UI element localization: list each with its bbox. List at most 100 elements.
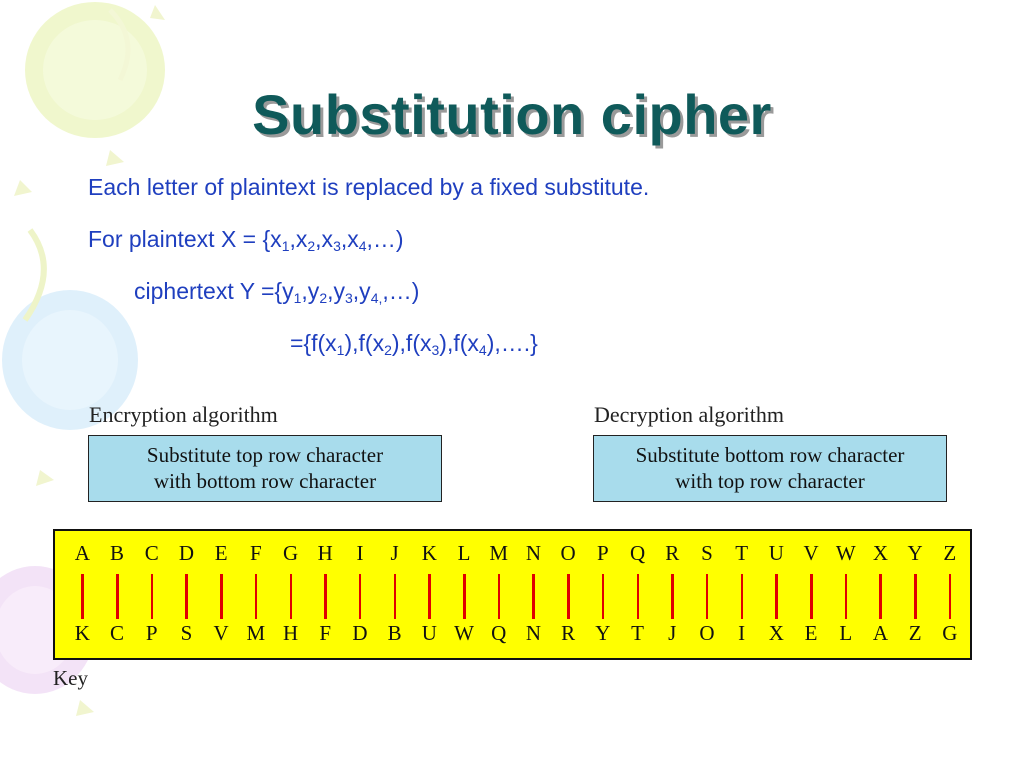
key-bottom-letter: V bbox=[213, 621, 229, 645]
key-bottom-letter: Q bbox=[491, 621, 507, 645]
key-mapping-bar bbox=[289, 574, 293, 619]
key-label: Key bbox=[53, 666, 88, 690]
key-top-letter: M bbox=[489, 541, 509, 565]
key-top-letter: O bbox=[560, 541, 576, 565]
key-bottom-letter: M bbox=[246, 621, 266, 645]
key-mapping-bar bbox=[324, 574, 327, 619]
function-prefix: ={f(x bbox=[290, 330, 337, 356]
function-line: ={f(x1),f(x2),f(x3),f(x4),….} bbox=[290, 330, 538, 358]
key-mapping-bar bbox=[463, 574, 466, 619]
decryption-box: Substitute bottom row character with top… bbox=[593, 435, 947, 502]
key-mapping-bar bbox=[393, 574, 397, 619]
key-mapping-bar bbox=[567, 574, 570, 619]
key-bottom-letter: H bbox=[282, 621, 299, 645]
key-top-letter: T bbox=[735, 541, 749, 565]
key-top-letter: I bbox=[356, 541, 364, 565]
key-top-letter: R bbox=[665, 541, 680, 565]
key-mapping-bar bbox=[532, 574, 535, 619]
key-top-letter: N bbox=[525, 541, 542, 565]
key-mapping-bar bbox=[810, 574, 813, 619]
key-top-letter: Q bbox=[629, 541, 646, 565]
encryption-box-line1: Substitute top row character bbox=[146, 443, 384, 467]
key-mapping-bar bbox=[497, 574, 501, 619]
key-mapping-bar bbox=[844, 574, 848, 619]
key-bottom-letter: N bbox=[525, 621, 542, 645]
key-bottom-letter: P bbox=[145, 621, 158, 645]
encryption-label: Encryption algorithm bbox=[89, 402, 278, 427]
key-top-letter: S bbox=[701, 541, 713, 565]
key-bottom-letter: Z bbox=[908, 621, 922, 645]
key-bottom-letter: Y bbox=[595, 621, 611, 645]
key-bottom-letter: F bbox=[319, 621, 332, 645]
encryption-box-line2: with bottom row character bbox=[153, 469, 377, 493]
key-top-letter: U bbox=[768, 541, 784, 565]
key-bottom-letter: R bbox=[561, 621, 576, 645]
key-top-letter: K bbox=[421, 541, 437, 565]
key-top-letter: P bbox=[597, 541, 609, 565]
key-top-letter: E bbox=[214, 541, 228, 565]
encryption-box: Substitute top row character with bottom… bbox=[88, 435, 442, 502]
key-bottom-letter: X bbox=[768, 621, 784, 645]
key-mapping-bar bbox=[358, 574, 362, 619]
key-bottom-letter: S bbox=[180, 621, 193, 645]
key-mapping-bar bbox=[948, 574, 952, 619]
decryption-label: Decryption algorithm bbox=[594, 402, 785, 427]
key-top-letter: F bbox=[250, 541, 262, 565]
key-bottom-letter: C bbox=[110, 621, 125, 645]
plaintext-line: For plaintext X = {x1,x2,x3,x4,…) bbox=[88, 226, 404, 254]
key-top-letter: B bbox=[110, 541, 125, 565]
page-title: Substitution cipher bbox=[252, 83, 772, 146]
key-mapping-bar bbox=[220, 574, 223, 619]
key-bottom-letter: J bbox=[668, 621, 677, 645]
key-top-letter: C bbox=[144, 541, 159, 565]
decryption-box-line1: Substitute bottom row character bbox=[635, 443, 905, 467]
key-bottom-letter: L bbox=[839, 621, 853, 645]
ciphertext-prefix: ciphertext Y ={y bbox=[134, 278, 294, 304]
key-top-letter: D bbox=[178, 541, 195, 565]
key-bottom-letter: A bbox=[872, 621, 889, 645]
key-mapping-bar bbox=[671, 574, 674, 619]
key-mapping-bar bbox=[116, 574, 119, 619]
key-mapping-bar bbox=[150, 574, 154, 619]
key-bottom-letter: E bbox=[804, 621, 818, 645]
key-mapping-bar bbox=[636, 574, 640, 619]
decryption-box-line2: with top row character bbox=[675, 469, 865, 493]
key-mapping-bar bbox=[185, 574, 188, 619]
key-bottom-letter: B bbox=[387, 621, 402, 645]
key-top-letter: L bbox=[457, 541, 471, 565]
key-bottom-letter: U bbox=[421, 621, 437, 645]
key-bottom-letter: O bbox=[699, 621, 715, 645]
key-mapping-bar bbox=[81, 574, 84, 619]
key-top-letter: G bbox=[282, 541, 299, 565]
key-mapping-bar bbox=[914, 574, 917, 619]
key-bottom-letter: G bbox=[942, 621, 958, 645]
key-top-letter: Y bbox=[907, 541, 923, 565]
key-top-letter: J bbox=[390, 541, 399, 565]
key-mapping-bar bbox=[879, 574, 882, 619]
key-mapping-bar bbox=[740, 574, 744, 619]
key-top-letter: X bbox=[872, 541, 889, 565]
key-top-letter: A bbox=[74, 541, 90, 565]
